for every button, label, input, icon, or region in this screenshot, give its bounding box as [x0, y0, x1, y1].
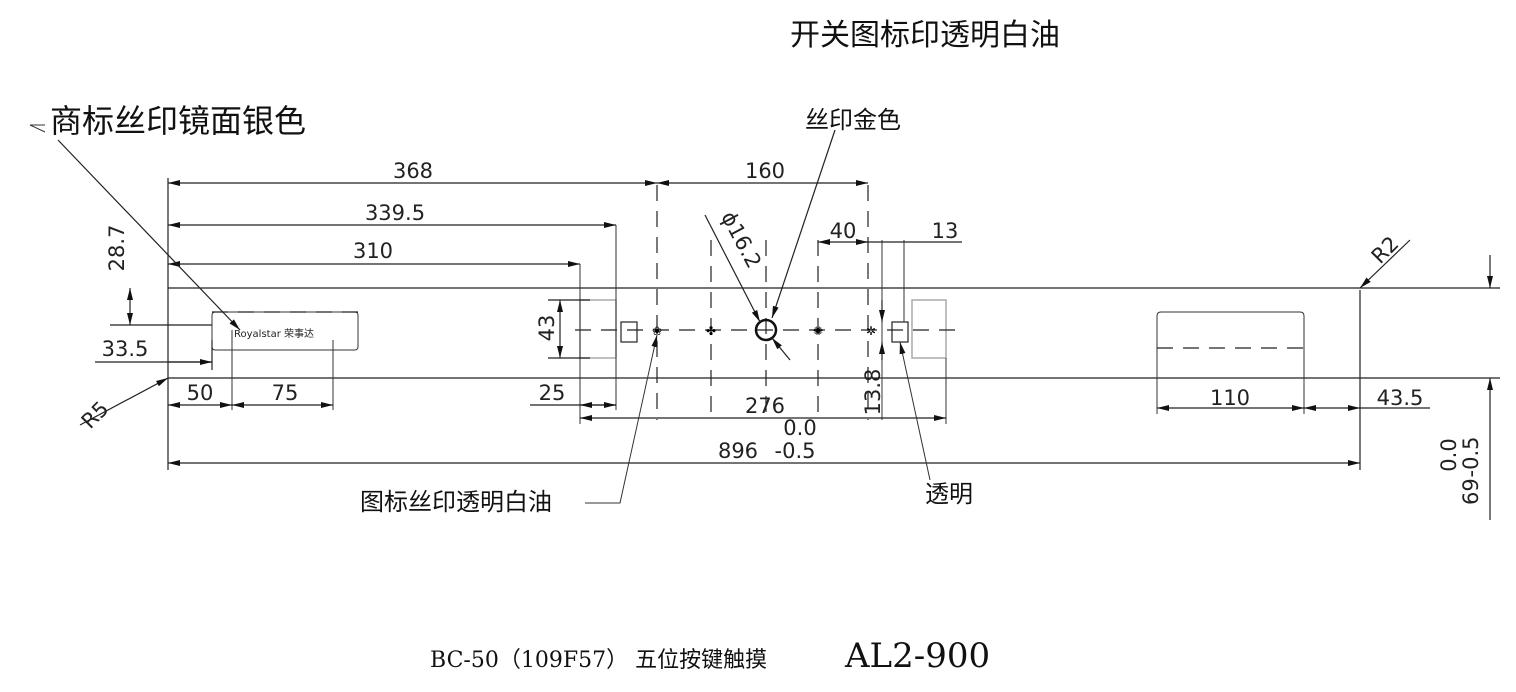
dim-40: 40: [830, 219, 857, 243]
svg-text:图标丝印透明白油: 图标丝印透明白油: [360, 488, 552, 516]
dim-43-5: 43.5: [1377, 386, 1424, 410]
svg-text:0.0: 0.0: [783, 416, 816, 440]
svg-text:-0.5: -0.5: [1459, 437, 1483, 478]
dim-28-7: 28.7: [105, 225, 129, 272]
footer-model: BC-50（109F57） 五位按键触摸: [430, 648, 767, 673]
dim-13: 13: [932, 219, 959, 243]
svg-text:-0.5: -0.5: [775, 439, 816, 463]
dim-368: 368: [393, 159, 433, 183]
dim-339-5: 339.5: [365, 201, 425, 225]
dim-43: 43: [535, 315, 559, 342]
svg-text:896: 896: [718, 439, 758, 463]
dim-length-896: 896 0.0 -0.5: [718, 416, 817, 463]
power-icon: ❀: [652, 324, 662, 338]
dim-13-8: 13.8: [861, 369, 885, 416]
callout-gold: 丝印金色: [771, 106, 901, 319]
dim-33-5: 33.5: [102, 337, 149, 361]
dim-276: 276: [745, 394, 785, 418]
svg-text:0.0: 0.0: [1437, 438, 1461, 471]
dim-310: 310: [353, 239, 393, 263]
dim-height-69: 69 0.0 -0.5: [1437, 437, 1483, 505]
dim-diameter-16-2: ϕ16.2: [716, 207, 766, 272]
touch-key-area: ❀ ✤ ✺ ✲: [575, 185, 955, 424]
logo-text: Royalstar 荣事达: [234, 327, 314, 340]
dim-50: 50: [187, 381, 214, 405]
svg-text:商标丝印镜面银色: 商标丝印镜面银色: [50, 102, 306, 140]
fan-icon: ✤: [706, 324, 716, 338]
dim-25: 25: [539, 381, 566, 405]
dimension-lines: [79, 180, 1493, 520]
light-icon: ✲: [866, 324, 876, 338]
drawing-title: 开关图标印透明白油: [790, 18, 1060, 53]
svg-text:69: 69: [1459, 478, 1483, 505]
dim-r5: R5: [77, 397, 114, 434]
callout-icon-white: 图标丝印透明白油: [360, 334, 658, 516]
footer-code: AL2-900: [844, 636, 990, 676]
dim-110: 110: [1210, 386, 1250, 410]
center-button-circle: [754, 318, 778, 342]
speed-icon: ✺: [813, 324, 823, 338]
callout-logo-silver: 商标丝印镜面银色: [29, 102, 306, 331]
logo-box: Royalstar 荣事达: [211, 311, 359, 410]
dim-75: 75: [272, 381, 299, 405]
callout-transparent: 透明: [899, 341, 973, 508]
dim-r2: R2: [1367, 232, 1404, 269]
dim-160: 160: [745, 159, 785, 183]
svg-text:丝印金色: 丝印金色: [805, 106, 901, 134]
svg-text:透明: 透明: [925, 480, 973, 508]
